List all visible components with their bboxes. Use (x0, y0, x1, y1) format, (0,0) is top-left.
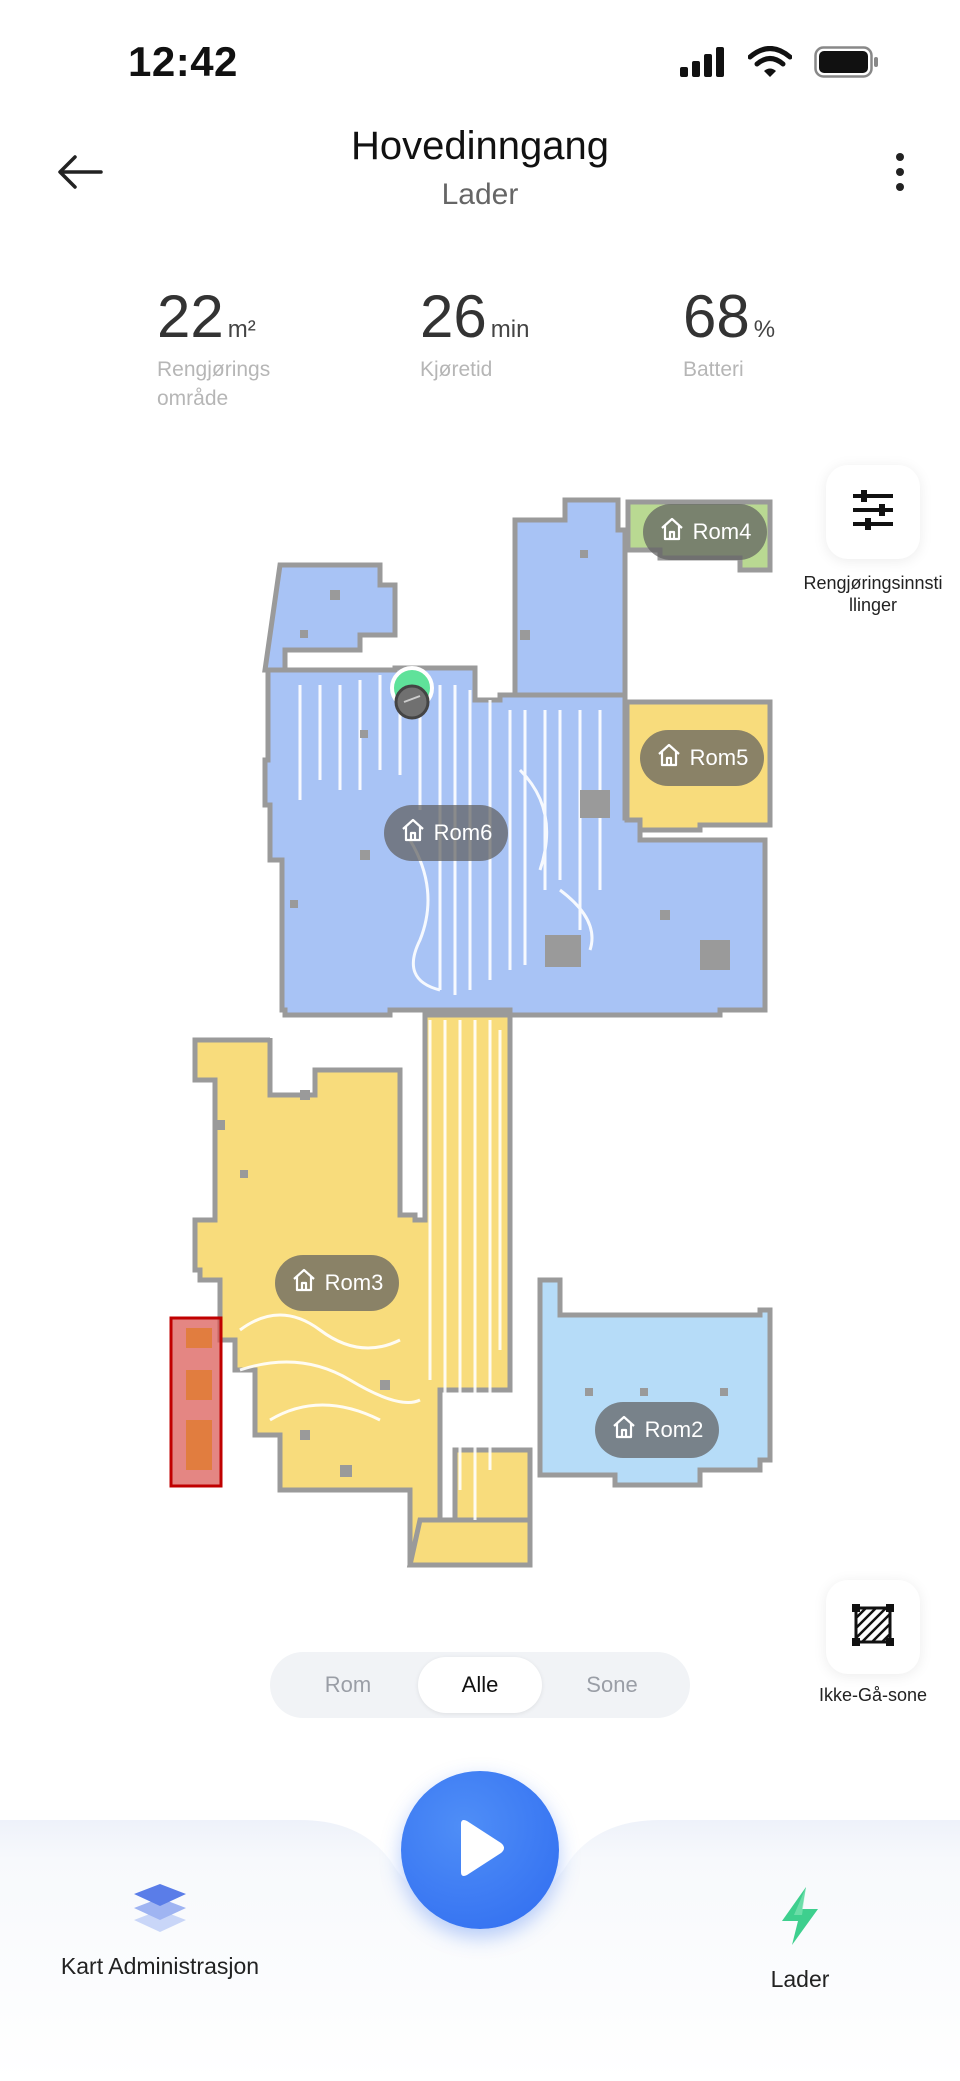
room-area-rom6 (512, 497, 628, 703)
map-admin-label: Kart Administrasjon (60, 1953, 260, 1979)
charger-button[interactable]: Lader (740, 1885, 860, 1993)
floor-map[interactable]: Rom4 Rom5 Rom6 Rom3 Rom2 (0, 470, 960, 1590)
map-canvas (169, 497, 773, 1568)
no-go-zone-button[interactable] (826, 1580, 920, 1674)
mode-option-alle[interactable]: Alle (418, 1657, 542, 1713)
room-label-text: Rom2 (644, 1417, 704, 1442)
page-subtitle: Lader (441, 178, 519, 211)
room-label-rom3[interactable]: Rom3 (275, 1255, 399, 1311)
more-vertical-icon (895, 152, 905, 197)
room-label-rom6[interactable]: Rom6 (384, 805, 508, 861)
stat-runtime-value: 26 (420, 283, 487, 350)
wall-speckles (215, 550, 730, 1477)
mode-selector: Rom Alle Sone (270, 1652, 690, 1718)
room-label-text: Rom6 (433, 820, 493, 845)
header: Hovedinngang Lader (0, 110, 960, 230)
status-icons (680, 44, 880, 84)
stat-battery-unit: % (753, 316, 776, 343)
wifi-icon (747, 45, 793, 83)
stat-battery: 68% Batteri (683, 285, 813, 384)
home-icon (291, 1267, 317, 1299)
lightning-icon (776, 1885, 824, 1952)
stat-runtime-unit: min (490, 316, 530, 343)
status-bar: 12:42 (0, 0, 960, 110)
start-cleaning-button[interactable] (401, 1771, 559, 1929)
battery-icon (814, 45, 880, 83)
stat-area-unit: m² (227, 316, 256, 343)
stat-runtime-label: Kjøretid (420, 358, 493, 381)
status-time: 12:42 (128, 38, 238, 85)
home-icon (400, 817, 426, 849)
bottom-bar (0, 1820, 960, 2081)
room-label-rom4[interactable]: Rom4 (643, 504, 767, 560)
signal-icon (680, 46, 726, 82)
back-arrow-icon (57, 154, 103, 195)
no-go-zone-icon (852, 1603, 894, 1651)
room-label-text: Rom3 (324, 1270, 384, 1295)
room-label-text: Rom4 (692, 519, 752, 544)
stat-area-label: Rengjørings område (157, 358, 271, 410)
home-icon (659, 516, 685, 548)
sliders-icon (851, 489, 895, 535)
room-label-rom5[interactable]: Rom5 (640, 730, 764, 786)
cleaning-settings-button[interactable] (826, 465, 920, 559)
room-label-rom2[interactable]: Rom2 (595, 1402, 719, 1458)
home-icon (611, 1414, 637, 1446)
cleaning-settings-label: Rengjøringsinnstillinger (803, 573, 943, 615)
no-go-zone-label: Ikke-Gå-sone (818, 1685, 928, 1705)
more-button[interactable] (880, 144, 920, 204)
stat-battery-label: Batteri (683, 358, 744, 381)
charger-label: Lader (770, 1966, 830, 1992)
home-icon (656, 742, 682, 774)
play-icon (453, 1818, 507, 1883)
mode-option-rom[interactable]: Rom (324, 1672, 372, 1697)
stat-battery-value: 68 (683, 283, 750, 350)
back-button[interactable] (50, 144, 110, 204)
no-go-zone[interactable] (169, 1316, 223, 1488)
map-admin-button[interactable]: Kart Administrasjon (50, 1880, 270, 1980)
stat-area-value: 22 (157, 283, 224, 350)
room-label-text: Rom5 (689, 745, 749, 770)
page-title: Hovedinngang (351, 124, 609, 168)
layers-icon (132, 1880, 188, 1939)
robot-position-icon (390, 666, 434, 720)
room-area-rom6-main (262, 562, 398, 673)
mode-option-sone[interactable]: Sone (586, 1672, 638, 1697)
